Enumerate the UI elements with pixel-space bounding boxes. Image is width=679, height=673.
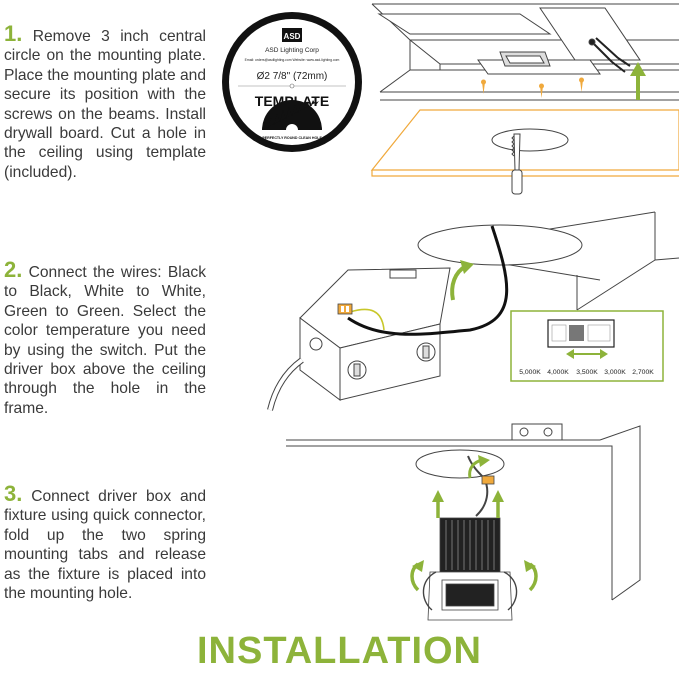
badge-logo: ASD — [284, 32, 301, 41]
conduit-cable — [267, 357, 304, 411]
badge-footer: FOR PERFECTLY ROUND CLEAN HOLE CUT — [254, 136, 331, 140]
driver-box — [299, 267, 451, 401]
page-title: INSTALLATION — [197, 630, 482, 672]
badge-size: Ø2 7/8" (72mm) — [257, 71, 328, 82]
step-3: 3. Connect driver box and fixture using … — [4, 481, 206, 603]
ceiling-frame-illustration — [371, 3, 679, 101]
step-1-number: 1. — [4, 21, 23, 46]
ceiling-corner-illustration — [417, 211, 679, 311]
step-1: 1. Remove 3 inch central circle on the m… — [4, 21, 206, 182]
step-3-text: Connect driver box and fixture using qui… — [4, 488, 206, 603]
switch-option-4000k: 4,000K — [547, 369, 569, 376]
saw-blade-icon — [262, 100, 322, 136]
quick-connector-icon — [481, 475, 495, 485]
step-2-text: Connect the wires: Black to Black, White… — [4, 264, 206, 417]
drywall-board — [370, 109, 679, 177]
cable-up-arrow-icon — [468, 455, 490, 479]
green-wire — [349, 308, 385, 331]
fold-arrow-icons — [410, 560, 538, 592]
drywall-saw-icon — [511, 133, 523, 195]
step-2: 2. Connect the wires: Black to Black, Wh… — [4, 257, 206, 418]
wire-connector-icon — [337, 303, 353, 315]
badge-contact: Email: orders@asdlighting.com Website: w… — [245, 58, 340, 62]
screw-icons — [481, 77, 584, 98]
switch-slider-icon — [566, 349, 608, 359]
asd-logo-icon — [282, 28, 302, 42]
template-badge: ASD ASD Lighting Corp Email: orders@asdl… — [222, 12, 362, 152]
arrow-up-icon — [630, 62, 646, 100]
step-1-text: Remove 3 inch central circle on the moun… — [4, 28, 206, 181]
black-wire — [347, 225, 509, 336]
step-2-number: 2. — [4, 257, 23, 282]
color-temperature-switch: 5,000K 4,000K 3,500K 3,000K 2,700K — [510, 310, 664, 382]
switch-option-3000k: 3,000K — [604, 369, 626, 376]
switch-option-3500k: 3,500K — [576, 369, 598, 376]
switch-option-2700k: 2,700K — [632, 369, 654, 376]
switch-option-5000k: 5,000K — [519, 369, 541, 376]
step-3-number: 3. — [4, 481, 23, 506]
downlight-fixture — [422, 517, 518, 621]
badge-company: ASD Lighting Corp — [265, 47, 319, 54]
ceiling-fixture-illustration — [286, 423, 641, 601]
arrow-up-icons — [432, 490, 504, 518]
